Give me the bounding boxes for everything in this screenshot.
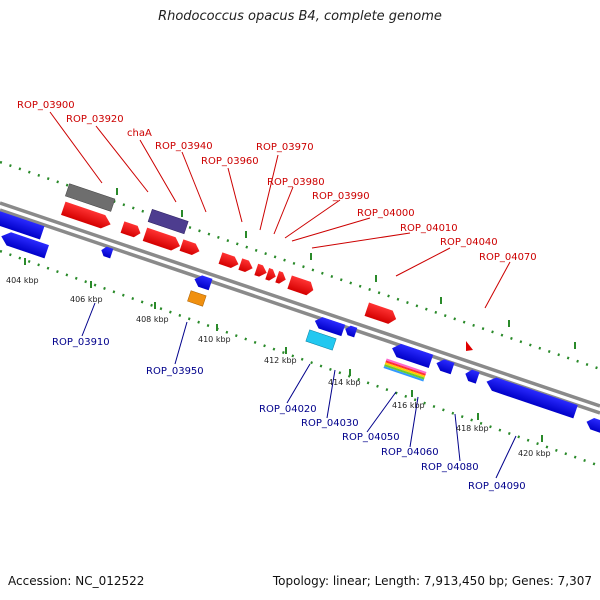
gene-features	[0, 183, 600, 435]
gene-rop-04040	[364, 302, 397, 324]
gene-label-rop-03950[interactable]: ROP_03950	[146, 366, 204, 377]
bottom-gene-labels: ROP_03910 ROP_03950 ROP_04020 ROP_04030 …	[52, 337, 526, 492]
scale-label-420: 420 kbp	[518, 449, 551, 458]
scale-label-412: 412 kbp	[264, 356, 297, 365]
gene-rop-04060	[436, 359, 455, 375]
gene-rop-04025	[345, 325, 358, 338]
gene-label-rop-04090[interactable]: ROP_04090	[468, 481, 526, 492]
backbone-upper	[0, 201, 600, 408]
gene-rop-04000	[287, 275, 314, 296]
gene-rop-04070	[466, 341, 473, 351]
gene-chaA	[147, 208, 189, 235]
gene-label-rop-04050[interactable]: ROP_04050	[342, 432, 400, 443]
gene-label-rop-03970[interactable]: ROP_03970	[256, 142, 314, 153]
gene-rop-04100	[586, 418, 600, 435]
gene-rop-04030	[305, 329, 337, 351]
scale-ticks	[24, 258, 543, 442]
gene-rop-04020	[314, 317, 346, 337]
bottom-leader-lines	[81, 302, 517, 479]
gene-rop-04050	[392, 343, 434, 369]
gene-label-rop-04030[interactable]: ROP_04030	[301, 418, 359, 429]
gene-label-chaA[interactable]: chaA	[127, 128, 152, 139]
top-leader-lines	[49, 111, 511, 309]
gene-label-rop-04000[interactable]: ROP_04000	[357, 208, 415, 219]
gene-rop-03940	[120, 221, 141, 238]
gene-label-rop-04060[interactable]: ROP_04060	[381, 447, 439, 458]
gene-rop-04080	[465, 369, 480, 384]
gene-label-rop-04020[interactable]: ROP_04020	[259, 404, 317, 415]
gene-rop-03985	[265, 268, 276, 281]
gene-rop-03920	[61, 201, 111, 229]
top-scale-ticks	[116, 188, 576, 349]
gene-rop-03980	[254, 263, 267, 277]
gene-label-rop-04010[interactable]: ROP_04010	[400, 223, 458, 234]
gene-label-rop-04070[interactable]: ROP_04070	[479, 252, 537, 263]
gene-label-rop-03940[interactable]: ROP_03940	[155, 141, 213, 152]
gene-rop-03990	[275, 271, 286, 284]
gene-rop-04090	[486, 377, 578, 419]
scale-labels: 404 kbp 406 kbp 408 kbp 410 kbp 412 kbp …	[6, 276, 551, 458]
scale-label-414: 414 kbp	[328, 378, 361, 387]
gene-label-rop-04040[interactable]: ROP_04040	[440, 237, 498, 248]
top-gene-labels: ROP_03900 ROP_03920 chaA ROP_03940 ROP_0…	[17, 100, 537, 263]
gene-rop-03910	[101, 246, 114, 259]
gene-label-rop-03980[interactable]: ROP_03980	[267, 177, 325, 188]
scale-label-404: 404 kbp	[6, 276, 39, 285]
gene-rop-03905	[1, 232, 49, 259]
gene-rop-03895	[0, 209, 45, 240]
gene-rop-04055-stripes	[383, 358, 427, 382]
minus-strand-dots	[0, 249, 600, 468]
gene-rop-03945	[142, 227, 180, 251]
gene-rop-03970	[238, 258, 253, 273]
scale-label-418: 418 kbp	[456, 424, 489, 433]
gene-rop-03900	[65, 183, 116, 212]
gene-rop-03948	[179, 239, 200, 255]
map-title: Rhodococcus opacus B4, complete genome	[158, 9, 442, 24]
gene-label-rop-03960[interactable]: ROP_03960	[201, 156, 259, 167]
scale-label-406: 406 kbp	[70, 295, 103, 304]
gene-label-rop-03900[interactable]: ROP_03900	[17, 100, 75, 111]
gene-rop-03950	[187, 290, 207, 307]
scale-label-408: 408 kbp	[136, 315, 169, 324]
gene-label-rop-03920[interactable]: ROP_03920	[66, 114, 124, 125]
gene-label-rop-04080[interactable]: ROP_04080	[421, 462, 479, 473]
gene-rop-03950-a	[194, 275, 213, 291]
accession-text: Accession: NC_012522	[8, 574, 145, 588]
scale-label-410: 410 kbp	[198, 335, 231, 344]
gene-label-rop-03910[interactable]: ROP_03910	[52, 337, 110, 348]
scale-label-416: 416 kbp	[392, 401, 425, 410]
gene-rop-03960	[218, 252, 239, 268]
gene-label-rop-03990[interactable]: ROP_03990	[312, 191, 370, 202]
genome-stats-text: Topology: linear; Length: 7,913,450 bp; …	[272, 574, 592, 588]
